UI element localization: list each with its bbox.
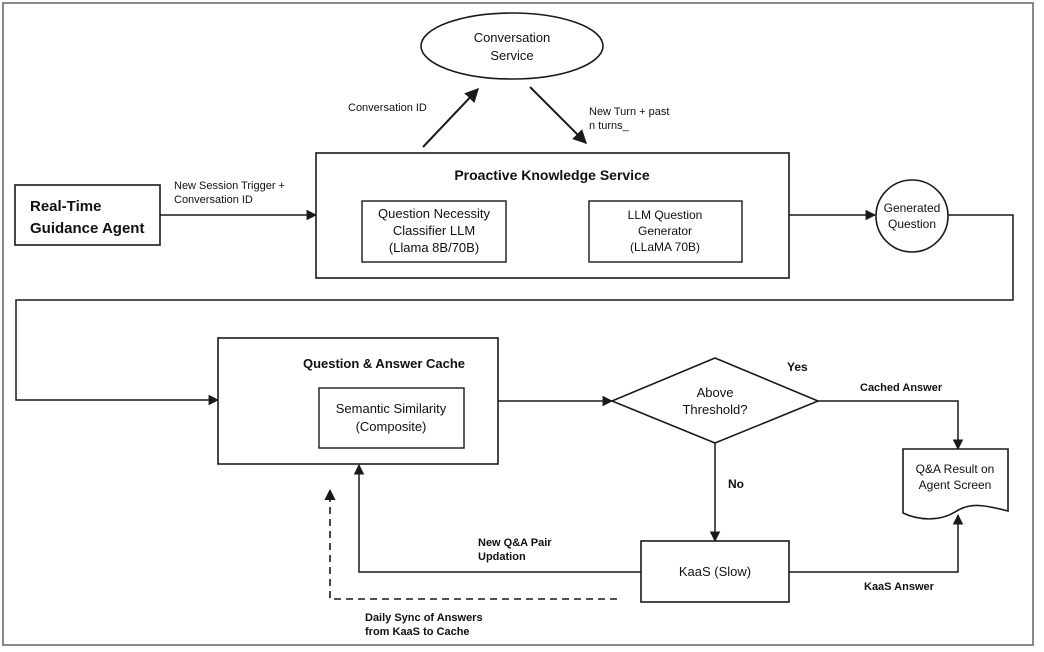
edge-generated-question-to-cache bbox=[15, 214, 1014, 406]
generator-line1: LLM Question bbox=[628, 208, 703, 222]
label-no: No bbox=[728, 477, 744, 491]
conversation-service-node: Conversation Service bbox=[420, 12, 604, 80]
conversation-service-line2: Service bbox=[490, 48, 533, 63]
cache-title: Question & Answer Cache bbox=[303, 356, 465, 371]
generated-question-line1: Generated bbox=[884, 201, 941, 215]
label-kaas-answer: KaaS Answer bbox=[864, 581, 935, 593]
similarity-line2: (Composite) bbox=[356, 419, 427, 434]
result-line2: Agent Screen bbox=[919, 478, 992, 492]
kaas-label: KaaS (Slow) bbox=[679, 564, 751, 579]
semantic-similarity-node: Semantic Similarity (Composite) bbox=[318, 387, 465, 449]
threshold-line1: Above bbox=[697, 385, 734, 400]
label-conversation-id: Conversation ID bbox=[348, 102, 427, 114]
edge-kaas-to-cache bbox=[353, 463, 641, 573]
edge-threshold-to-result bbox=[818, 400, 964, 451]
question-necessity-classifier-node: Question Necessity Classifier LLM (Llama… bbox=[361, 200, 507, 263]
edge-kaas-to-result bbox=[789, 513, 964, 573]
edge-pks-to-conversation-service bbox=[422, 87, 479, 148]
diagram-frame bbox=[2, 2, 1034, 646]
classifier-line2: Classifier LLM bbox=[393, 223, 475, 238]
threshold-line2: Threshold? bbox=[682, 402, 747, 417]
generated-question-line2: Question bbox=[888, 217, 936, 231]
label-daily-sync-line1: Daily Sync of Answers bbox=[365, 612, 483, 624]
agent-label-line2: Guidance Agent bbox=[30, 220, 144, 237]
agent-label-line1: Real-Time bbox=[30, 198, 101, 215]
generator-line2: Generator bbox=[638, 224, 692, 238]
label-new-qa-pair-line1: New Q&A Pair bbox=[478, 537, 552, 549]
pks-title: Proactive Knowledge Service bbox=[454, 167, 650, 183]
similarity-line1: Semantic Similarity bbox=[336, 401, 447, 416]
llm-question-generator-node: LLM Question Generator (LLaMA 70B) bbox=[588, 200, 743, 263]
classifier-line1: Question Necessity bbox=[378, 206, 490, 221]
label-yes: Yes bbox=[787, 360, 808, 374]
generator-line3: (LLaMA 70B) bbox=[630, 240, 700, 254]
conversation-service-line1: Conversation bbox=[474, 30, 551, 45]
qa-result-node: Q&A Result on Agent Screen bbox=[902, 448, 1009, 520]
edge-conversation-service-to-pks bbox=[529, 86, 587, 144]
real-time-guidance-agent-node: Real-Time Guidance Agent bbox=[14, 184, 161, 246]
classifier-line3: (Llama 8B/70B) bbox=[389, 240, 479, 255]
kaas-node: KaaS (Slow) bbox=[640, 540, 790, 603]
label-new-qa-pair-line2: Updation bbox=[478, 551, 526, 563]
label-daily-sync-line2: from KaaS to Cache bbox=[365, 626, 470, 638]
label-new-session-line1: New Session Trigger + bbox=[174, 180, 285, 192]
threshold-decision-node: Above Threshold? bbox=[609, 357, 821, 444]
label-cached-answer: Cached Answer bbox=[860, 382, 943, 394]
edge-daily-sync bbox=[324, 488, 617, 600]
label-new-session-line2: Conversation ID bbox=[174, 194, 253, 206]
result-line1: Q&A Result on bbox=[916, 462, 995, 476]
label-new-turn-line2: n turns_ bbox=[589, 120, 630, 132]
label-new-turn-line1: New Turn + past bbox=[589, 106, 669, 118]
generated-question-node: Generated Question bbox=[875, 179, 949, 253]
